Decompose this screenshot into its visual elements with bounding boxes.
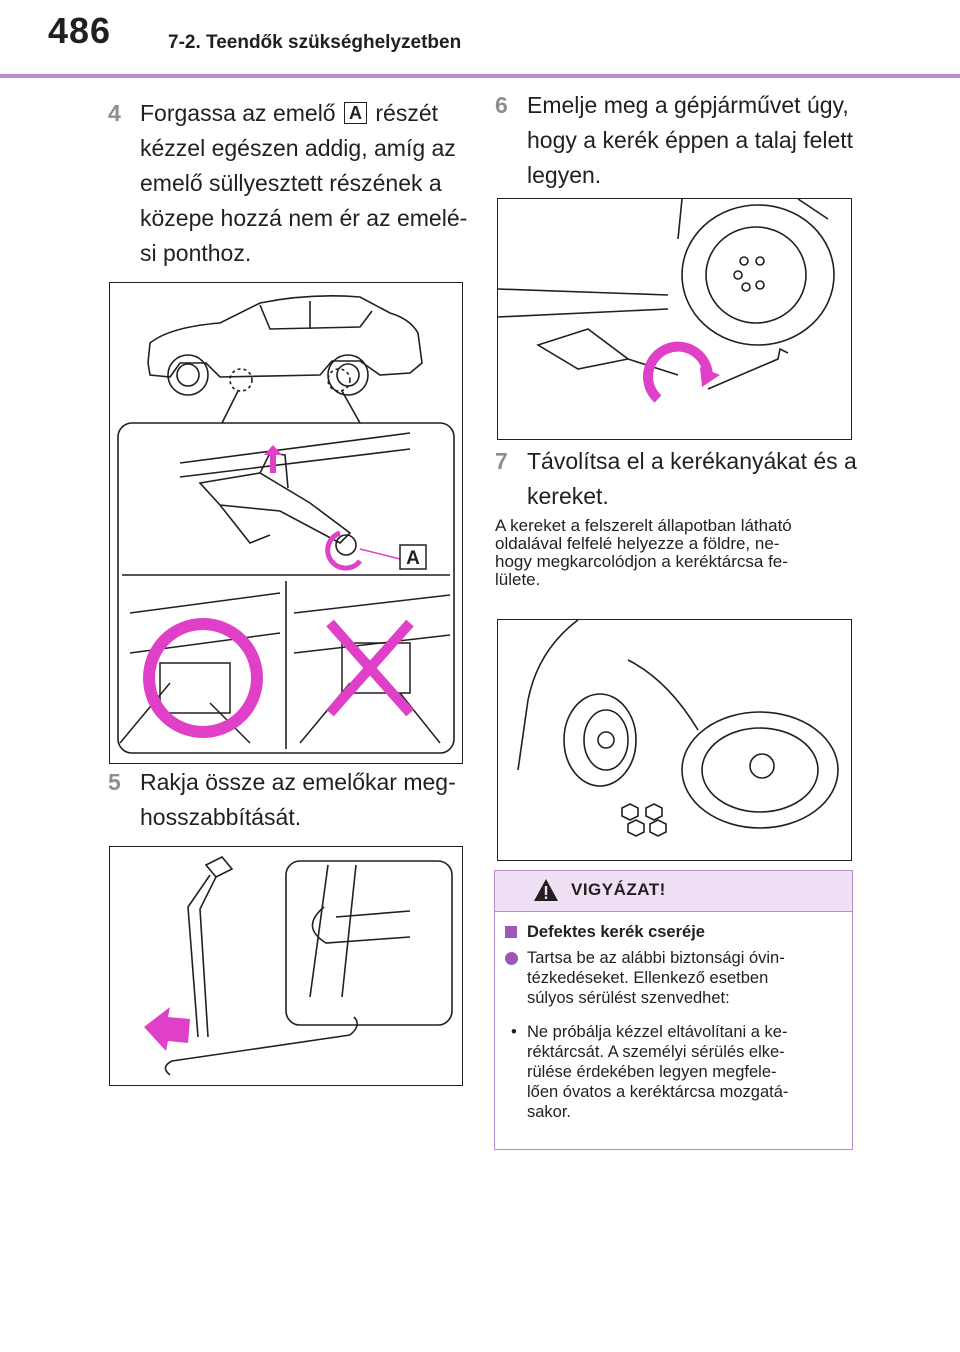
step-text-line: emelő süllyesztett részének a [140,170,442,196]
step-number: 5 [108,769,121,795]
note-line: hogy megkarcolódjon a keréktárcsa fe- [495,552,788,571]
caution-subtitle: Defektes kerék cseréje [527,923,705,941]
step-7: 7 Távolítsa el a kerékanyákat és a kerek… [495,444,865,514]
bullet-dot-icon: • [511,1023,517,1041]
caution-instruction: Tartsa be az alábbi biztonsági óvin- téz… [505,948,840,1008]
figure-jack-points: A [109,282,463,764]
step-text-line: hogy a kerék éppen a talaj felett [527,127,854,153]
caution-box: VIGYÁZAT! Defektes kerék cseréje Tartsa … [494,870,853,1150]
caution-bullet: • Ne próbálja kézzel eltávolítani a ke- … [505,1022,840,1122]
step-number: 7 [495,448,508,474]
step-text-line: Rakja össze az emelőkar meg- [140,769,456,795]
step-text-line: kézzel egészen addig, amíg az [140,135,456,161]
caution-line: réktárcsát. A személyi sérülés elke- [527,1043,785,1061]
square-bullet-icon [505,926,517,938]
caution-line: lően óvatos a keréktárcsa mozgatá- [527,1083,789,1101]
caution-header: VIGYÁZAT! [495,871,852,912]
step-text-line: közepe hozzá nem ér az emelé- [140,205,468,231]
caution-title: VIGYÁZAT! [571,880,666,899]
figure-label-a: A [406,548,420,569]
figure-handle-extension [109,846,463,1086]
step-text-line: Távolítsa el a kerékanyákat és a [527,448,857,474]
step-5: 5 Rakja össze az emelőkar meg- hosszabbí… [108,765,468,835]
caution-line: tézkedéseket. Ellenkező esetben [527,969,769,987]
header-rule [0,74,960,78]
circle-bullet-icon [505,952,518,965]
note-line: oldalával felfelé helyezze a földre, ne- [495,534,780,553]
figure-raise-vehicle [497,198,852,440]
handle-illustration [144,856,453,1076]
step-6: 6 Emelje meg a gépjárművet úgy, hogy a k… [495,88,865,193]
caution-line: súlyos sérülést szenvedhet: [527,989,730,1007]
caution-subtitle-row: Defektes kerék cseréje [505,922,840,942]
caution-line: Ne próbálja kézzel eltávolítani a ke- [527,1023,788,1041]
step-text-line: legyen. [527,162,602,188]
step-text-line: kereket. [527,483,609,509]
warning-icon [534,879,558,901]
page-number: 486 [48,10,112,51]
part-label-a: A [343,102,367,124]
step-text: részét [375,100,439,126]
section-title: 7-2. Teendők szükséghelyzetben [168,32,462,53]
note-paragraph: A kereket a felszerelt állapotban láthat… [495,517,855,589]
step-number: 6 [495,92,508,118]
note-line: lülete. [495,570,541,589]
raise-illustration [498,199,835,403]
step-text-line: hosszabbítását. [140,804,302,830]
caution-line: rülése érdekében legyen megfele- [527,1063,777,1081]
step-text-line: si ponthoz. [140,240,252,266]
step-text: Forgassa az emelő [140,100,336,126]
caution-line: sakor. [527,1103,572,1121]
wheel-illustration [517,620,839,837]
note-line: A kereket a felszerelt állapotban láthat… [495,516,792,535]
step-text-line: Emelje meg a gépjárművet úgy, [527,92,849,118]
jack-illustration: A [117,295,455,754]
caution-line: Tartsa be az alábbi biztonsági óvin- [527,949,785,967]
step-number: 4 [108,100,121,126]
figure-wheel-removed [497,619,852,861]
step-4: 4 Forgassa az emelő A részét kézzel egés… [108,96,468,271]
